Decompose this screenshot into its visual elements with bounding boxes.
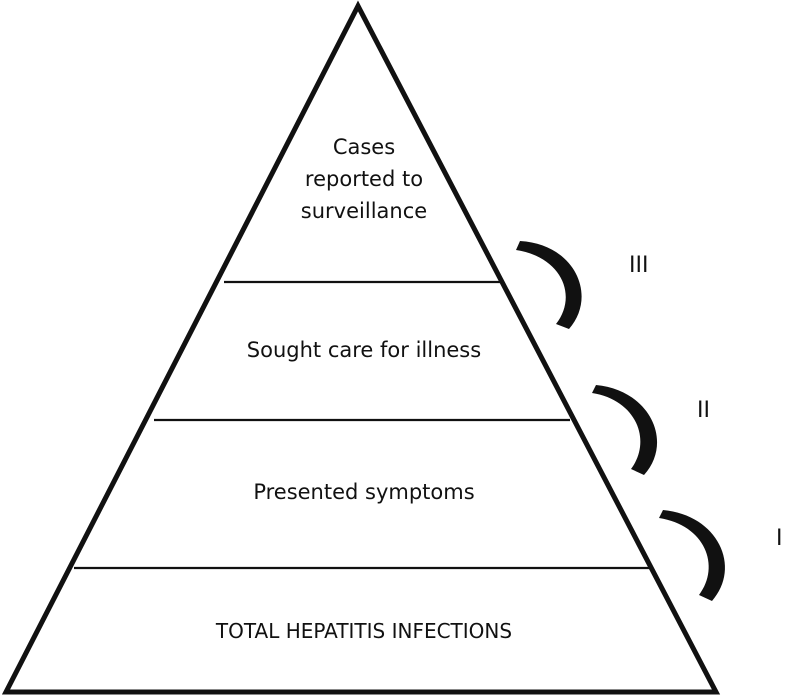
stage-label-ii: II — [697, 398, 710, 423]
tier-label-reported-line-2: reported to — [304, 167, 424, 191]
stage-label-iii: III — [629, 253, 649, 278]
stage-label-i: I — [776, 526, 783, 551]
tier-label-presented-symptoms: Presented symptoms — [253, 480, 475, 504]
pyramid-outline — [1, 0, 721, 695]
bracket-arc-lower — [659, 510, 726, 601]
tier-label-sought-care: Sought care for illness — [246, 338, 482, 362]
bracket-arc-middle — [592, 385, 658, 475]
tier-label-reported: Cases reported to surveillance — [264, 131, 464, 227]
tier-label-total-infections: TOTAL HEPATITIS INFECTIONS — [215, 619, 513, 643]
tier-label-reported-line-3: surveillance — [300, 199, 428, 223]
bracket-arc-upper — [516, 241, 582, 329]
tier-label-reported-line-1: Cases — [332, 135, 396, 159]
